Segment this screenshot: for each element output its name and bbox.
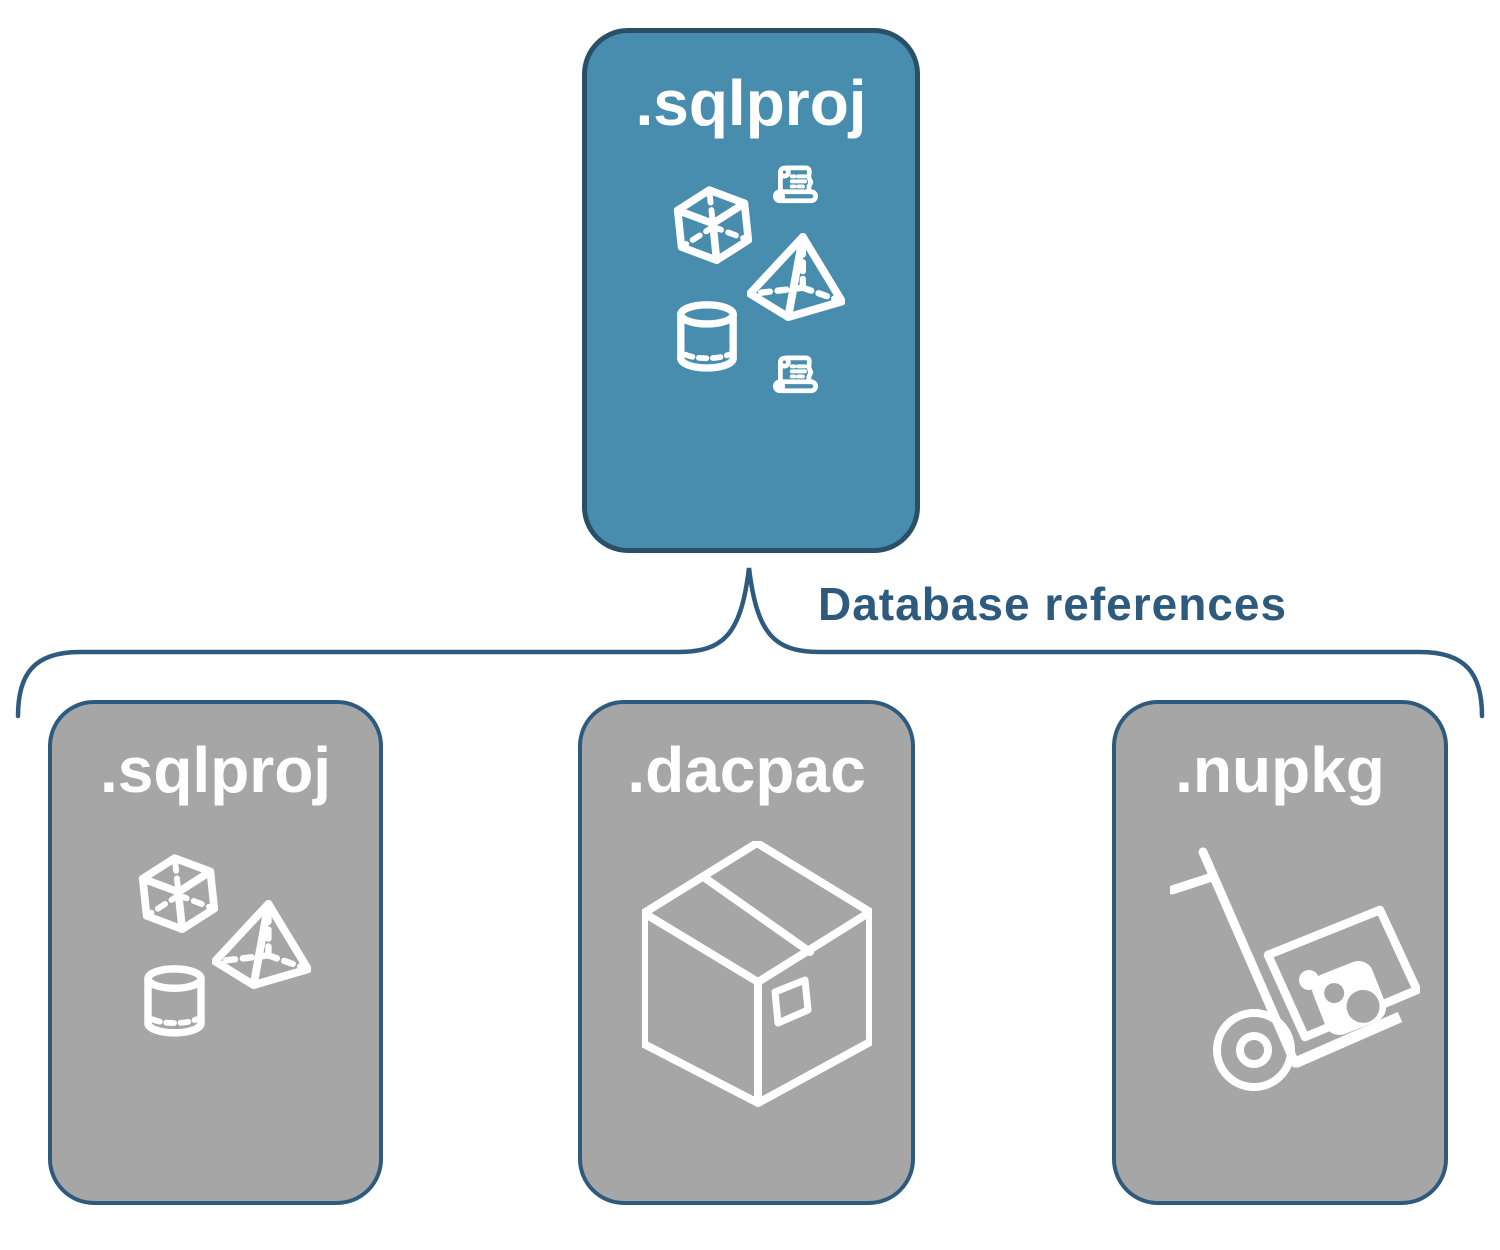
parent-card-label: .sqlproj: [635, 67, 867, 139]
nuget-logo: [1311, 960, 1387, 1036]
cylinder-icon: [675, 301, 739, 375]
script-scroll-icon: [769, 161, 822, 214]
child-card-label: .dacpac: [627, 734, 866, 806]
child-card-nupkg: .nupkg: [1112, 700, 1448, 1205]
child-card-label: .nupkg: [1175, 734, 1385, 806]
script-scroll-icon: [769, 351, 822, 404]
cube-icon: [671, 183, 755, 269]
child-card-sqlproj: .sqlproj: [48, 700, 383, 1205]
package-box-icon: [642, 841, 872, 1107]
connector-label: Database references: [818, 578, 1288, 630]
cylinder-icon: [142, 965, 207, 1040]
parent-card-sqlproj: .sqlproj: [582, 28, 920, 553]
pyramid-icon: [747, 231, 845, 321]
cube-icon: [136, 851, 221, 938]
hand-truck-package-icon: [1170, 847, 1420, 1091]
pyramid-icon: [212, 898, 311, 989]
child-card-dacpac: .dacpac: [578, 700, 915, 1205]
child-card-label: .sqlproj: [99, 734, 332, 806]
